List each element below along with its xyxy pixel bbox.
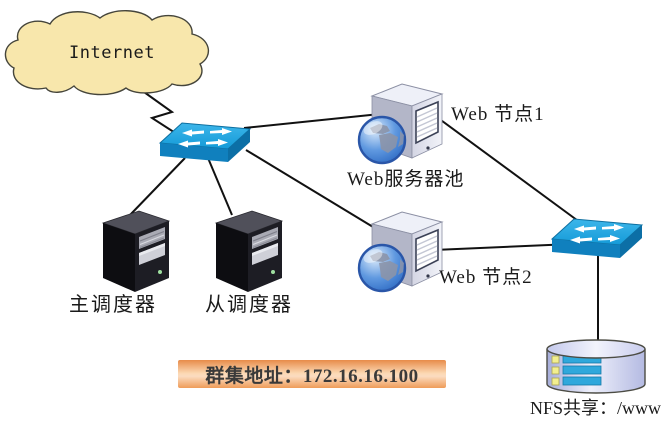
connection-lines <box>129 81 599 346</box>
slave-scheduler-label: 从调度器 <box>205 294 293 316</box>
master-scheduler-label: 主调度器 <box>69 294 157 316</box>
server-tower-dark-icon <box>215 210 283 293</box>
internet-label: Internet <box>69 43 155 63</box>
web-server-globe-icon <box>357 82 444 165</box>
switch-icon <box>551 218 643 259</box>
server-tower-dark-icon <box>102 210 170 293</box>
web-server-globe-icon <box>357 210 444 293</box>
edge-internet-switch1 <box>129 81 181 137</box>
edge-switch1-webnode1 <box>243 113 381 129</box>
edge-switch1-slave <box>207 157 233 216</box>
database-cylinder-icon <box>546 339 646 394</box>
edge-webnode1-switch2 <box>433 114 586 227</box>
nfs-share-label: NFS共享：/www <box>530 398 662 418</box>
edge-webnode2-switch2 <box>433 243 573 251</box>
cluster-address-banner: 群集地址：172.16.16.100 <box>178 360 446 388</box>
web-node1-label: Web 节点1 <box>451 104 545 125</box>
edge-switch1-webnode2 <box>245 149 379 231</box>
cloud-icon <box>4 10 210 96</box>
edge-switch1-master <box>129 157 186 216</box>
web-pool-label: Web服务器池 <box>347 169 465 190</box>
switch-icon <box>159 122 251 163</box>
web-node2-label: Web 节点2 <box>439 267 533 288</box>
